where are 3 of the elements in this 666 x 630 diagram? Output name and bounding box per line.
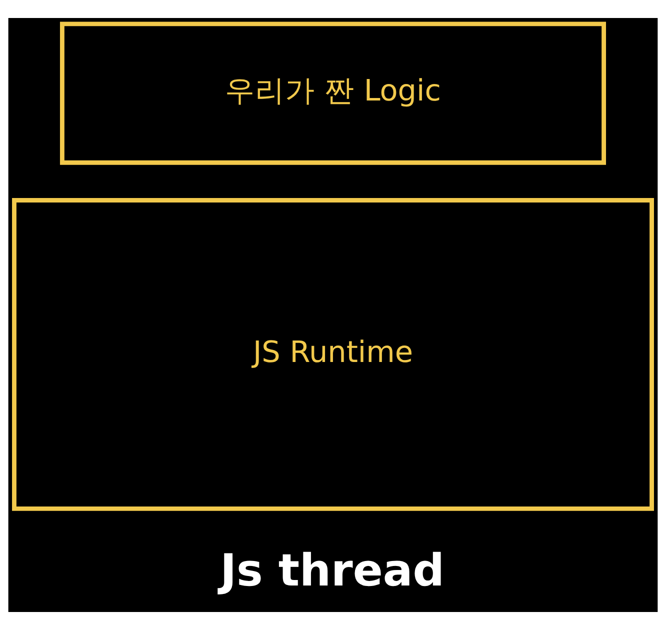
node-box: JS Runtime (12, 198, 654, 511)
label: Js thread (220, 545, 444, 596)
node-box: 우리가 짠 Logic (60, 22, 606, 165)
